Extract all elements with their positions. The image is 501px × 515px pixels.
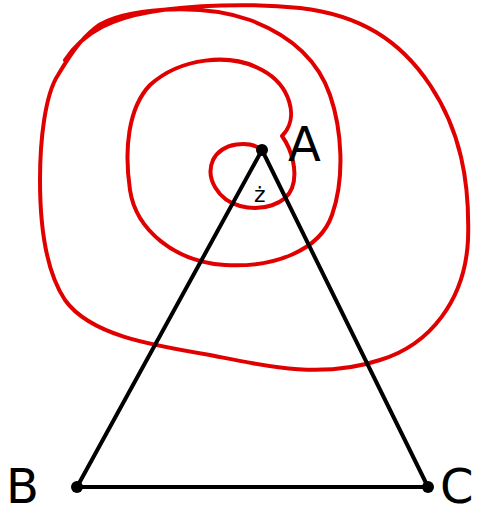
vertex-label: A — [288, 120, 321, 168]
angle-label: ż — [254, 184, 266, 206]
red-spiral — [40, 5, 468, 370]
vertex-label: C — [440, 462, 474, 510]
vertex-dot — [256, 144, 268, 156]
vertex-dot — [422, 481, 434, 493]
vertex-label: B — [6, 462, 39, 510]
triangle-outline — [77, 150, 428, 487]
vertex-dot — [71, 481, 83, 493]
